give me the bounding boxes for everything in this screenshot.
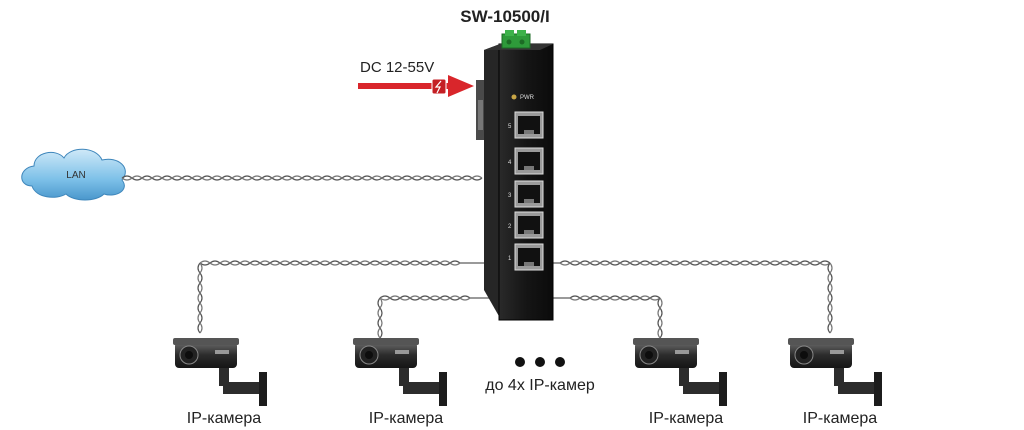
cable-lan [121, 175, 483, 181]
ethernet-port: 4 [508, 147, 544, 175]
ip-camera-icon [788, 338, 882, 406]
ethernet-port: 3 [508, 180, 544, 208]
cable-camera-2 [377, 295, 490, 339]
ethernet-port: 5 [508, 111, 544, 139]
more-dots [515, 357, 565, 367]
camera-label-1: IP-камера [187, 410, 261, 427]
cable-camera-1 [197, 260, 490, 334]
device-title: SW-10500/I [460, 7, 549, 26]
cable-camera-3 [553, 295, 663, 339]
ethernet-ports: 5 4 3 2 1 [508, 111, 544, 271]
power-arrow [358, 75, 474, 97]
switch-device: PWR [476, 30, 554, 321]
port-number: 3 [508, 193, 512, 199]
ethernet-port: 2 [508, 211, 544, 239]
ethernet-port: 1 [508, 243, 544, 271]
ip-camera-icon [633, 338, 727, 406]
port-number: 2 [508, 224, 512, 230]
power-label: DC 12-55V [360, 59, 434, 76]
port-number: 5 [508, 124, 512, 130]
pwr-label: PWR [520, 95, 535, 101]
camera-group [173, 338, 882, 406]
lan-label: LAN [66, 170, 85, 181]
camera-label-2: IP-камера [369, 410, 443, 427]
port-number: 1 [508, 256, 512, 262]
lightning-icon [434, 80, 442, 94]
power-led [511, 94, 517, 100]
camera-label-4: IP-камера [803, 410, 877, 427]
camera-label-3: IP-камера [649, 410, 723, 427]
lan-cloud: LAN [21, 148, 126, 201]
port-number: 4 [508, 160, 512, 166]
ip-camera-icon [173, 338, 267, 406]
ip-camera-icon [353, 338, 447, 406]
more-cameras-label: до 4х IP-камер [485, 377, 595, 394]
power-connector [501, 30, 531, 49]
cable-camera-4 [553, 260, 833, 334]
